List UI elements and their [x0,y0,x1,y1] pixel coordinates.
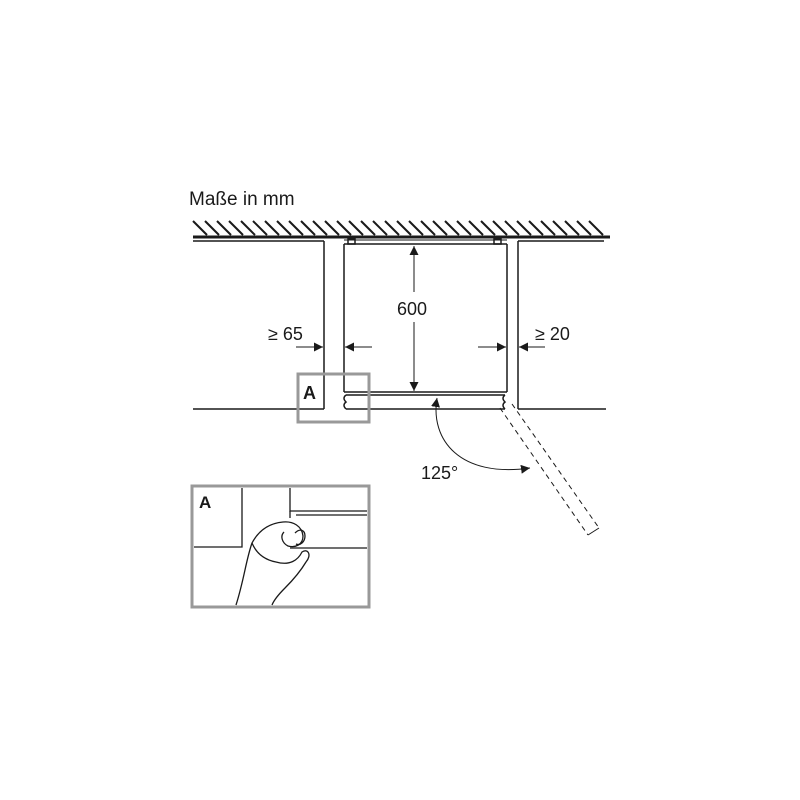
detail-inset-label: A [199,493,211,512]
door-angle-arc [431,397,531,474]
right-gap-label: ≥ 20 [535,324,570,344]
right-cabinet [517,240,606,410]
door-angle-label: 125° [421,463,458,483]
ceiling-hatch [192,220,610,239]
left-gap-label: ≥ 65 [268,324,303,344]
depth-label: 600 [397,299,427,319]
diagram-title: Maße in mm [189,189,295,210]
left-cabinet [193,240,325,410]
detail-inset: A [190,484,371,609]
open-door-outline [499,403,600,536]
detail-marker-box [296,372,371,424]
detail-marker-label: A [303,383,316,403]
